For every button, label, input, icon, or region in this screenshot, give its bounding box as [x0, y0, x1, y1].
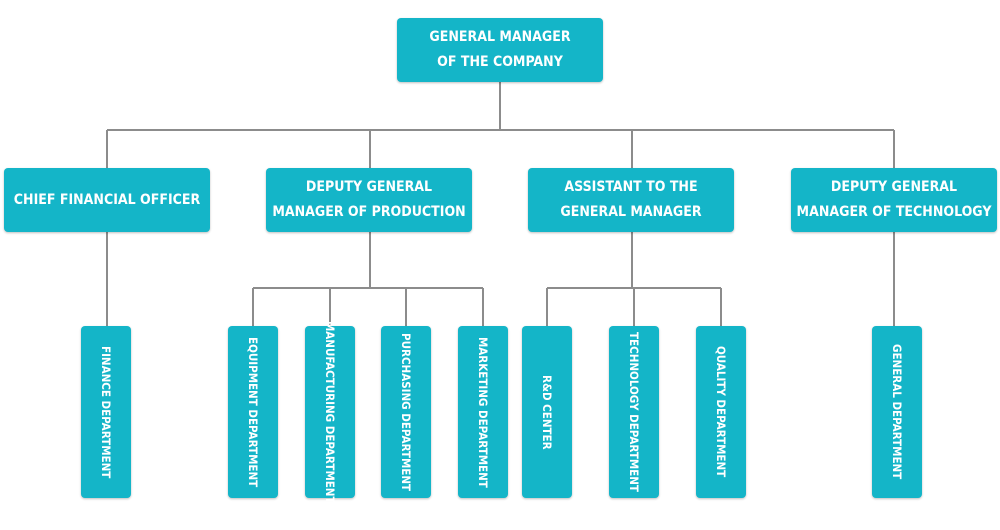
node-assistant-to-gm: ASSISTANT TO THE GENERAL MANAGER	[528, 168, 734, 232]
node-chief-financial-officer: CHIEF FINANCIAL OFFICER	[4, 168, 210, 232]
node-purchasing-department: PURCHASING DEPARTMENT	[381, 326, 431, 498]
node-technology-department: TECHNOLOGY DEPARTMENT	[609, 326, 659, 498]
node-label: GENERAL DEPARTMENT	[890, 344, 904, 480]
node-label: MANUFACTURING DEPARTMENT	[323, 320, 337, 504]
node-label: EQUIPMENT DEPARTMENT	[246, 336, 260, 488]
node-general-manager: GENERAL MANAGER OF THE COMPANY	[397, 18, 603, 82]
node-marketing-department: MARKETING DEPARTMENT	[458, 326, 508, 498]
node-quality-department: QUALITY DEPARTMENT	[696, 326, 746, 498]
node-deputy-gm-technology: DEPUTY GENERAL MANAGER OF TECHNOLOGY	[791, 168, 997, 232]
node-label: PURCHASING DEPARTMENT	[399, 332, 413, 492]
node-label: MARKETING DEPARTMENT	[476, 336, 490, 488]
node-deputy-gm-production: DEPUTY GENERAL MANAGER OF PRODUCTION	[266, 168, 472, 232]
node-manufacturing-department: MANUFACTURING DEPARTMENT	[305, 321, 355, 503]
node-rd-center: R&D CENTER	[522, 326, 572, 498]
node-equipment-department: EQUIPMENT DEPARTMENT	[228, 326, 278, 498]
node-finance-department: FINANCE DEPARTMENT	[81, 326, 131, 498]
node-label: FINANCE DEPARTMENT	[99, 345, 113, 479]
node-label: QUALITY DEPARTMENT	[714, 346, 728, 478]
node-label: R&D CENTER	[540, 374, 554, 450]
node-general-department: GENERAL DEPARTMENT	[872, 326, 922, 498]
node-label: TECHNOLOGY DEPARTMENT	[627, 332, 641, 492]
